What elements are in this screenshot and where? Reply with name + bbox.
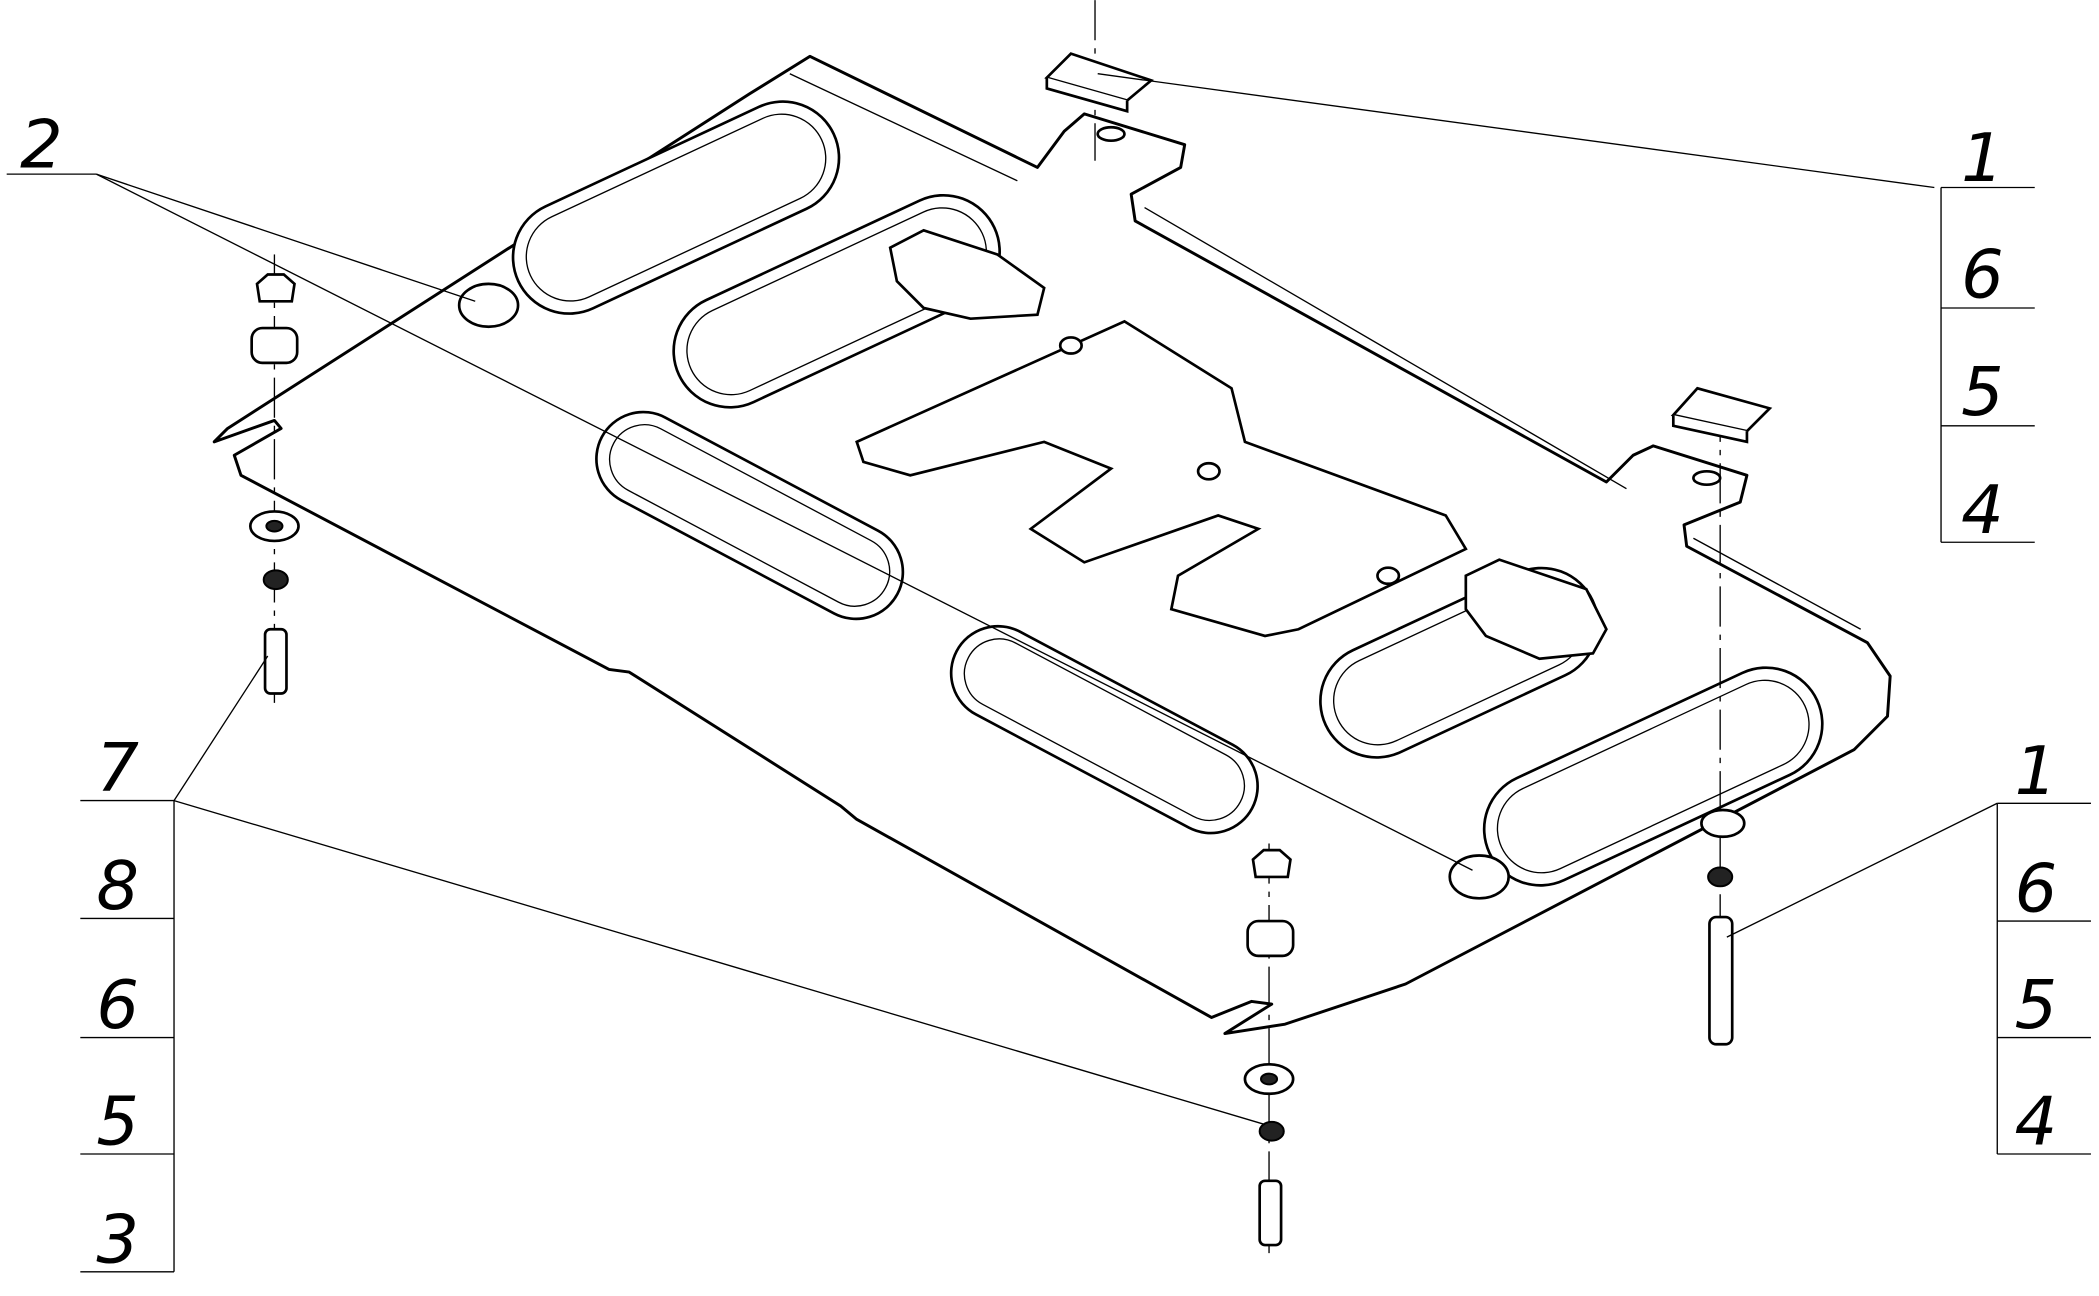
fastener-stack-left [248,273,300,695]
callout-label: 7 [96,729,139,807]
callout-label: 8 [96,847,139,925]
callout-label: 6 [96,966,139,1044]
leader-lines [6,73,2091,1273]
callout-label: 5 [2015,966,2058,1044]
callout-label: 5 [1961,353,2004,431]
callout-label: 1 [1961,119,2004,197]
callout-label: 4 [1961,471,2004,549]
clip-plates [1044,52,1773,444]
plate-slots [511,100,1824,887]
callout-label: 5 [96,1083,139,1161]
callout-label: 6 [2015,850,2058,928]
callout-label: 2 [20,105,63,183]
callout-label: 6 [1961,235,2004,313]
fastener-stack-right [1700,808,1746,1046]
callout-label: 3 [96,1200,139,1278]
callout-label: 4 [2015,1083,2058,1161]
callout-label: 1 [2015,732,2058,810]
skid-plate-outline [212,54,1892,1036]
fastener-stack-center [1243,848,1295,1247]
